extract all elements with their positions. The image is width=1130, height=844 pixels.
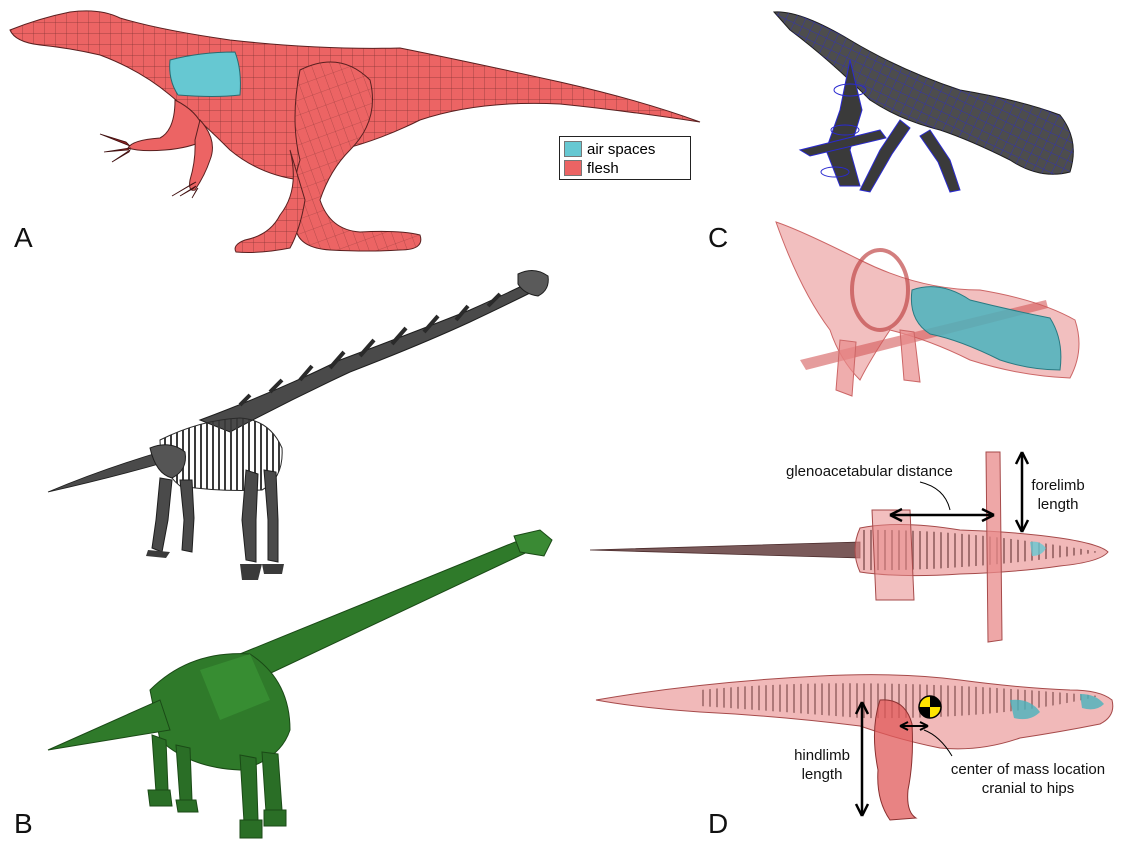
center-of-mass-icon — [919, 696, 941, 718]
forelimb-label-line2: length — [1028, 495, 1088, 514]
panel-label-d: D — [708, 808, 728, 840]
legend: air spaces flesh — [559, 136, 691, 180]
panel-d-lateral-view — [596, 675, 1113, 820]
panel-label-a: A — [14, 222, 33, 254]
hindlimb-label-line1: hindlimb — [790, 746, 854, 765]
panel-a-flesh-model — [10, 11, 700, 253]
legend-swatch-flesh — [564, 160, 582, 176]
legend-label-air-spaces: air spaces — [587, 141, 655, 158]
panel-label-b: B — [14, 808, 33, 840]
panel-b-convex-hull — [48, 530, 552, 838]
skeleton-tail — [48, 452, 166, 492]
panel-label-c: C — [708, 222, 728, 254]
hindlimb-label-line2: length — [790, 765, 854, 784]
legend-item-air-spaces: air spaces — [564, 140, 655, 158]
legend-item-flesh: flesh — [564, 159, 619, 177]
forelimb-length-label: forelimb length — [1028, 476, 1088, 514]
dorsal-tail — [590, 542, 860, 558]
glenoacetabular-leader — [920, 482, 950, 510]
panel-c-wireframe — [774, 12, 1073, 192]
legend-swatch-air-spaces — [564, 141, 582, 157]
skeleton-neck — [200, 282, 536, 432]
panel-c-translucent-flesh — [776, 222, 1079, 396]
legend-label-flesh: flesh — [587, 160, 619, 177]
panel-b-skeleton — [48, 270, 548, 580]
hull-tail — [48, 700, 170, 750]
center-of-mass-label: center of mass location cranial to hips — [928, 760, 1128, 798]
forelimb-label-line1: forelimb — [1028, 476, 1088, 495]
hindlimb-length-label: hindlimb length — [790, 746, 854, 784]
com-label-line2: cranial to hips — [928, 779, 1128, 798]
com-label-line1: center of mass location — [928, 760, 1128, 779]
glenoacetabular-distance-label: glenoacetabular distance — [786, 462, 953, 481]
lateral-hindlimb — [874, 700, 916, 820]
air-space-region — [170, 52, 241, 97]
